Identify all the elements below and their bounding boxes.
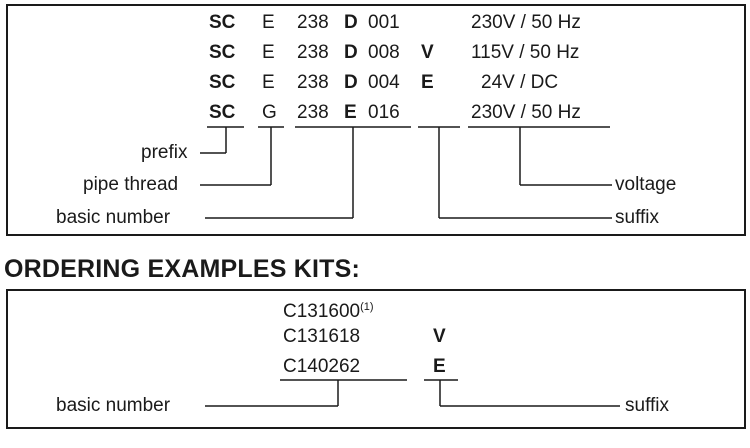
- code-variant: 008: [368, 42, 400, 63]
- code-variant: 001: [368, 12, 400, 33]
- code-voltage: 230V / 50 Hz: [471, 12, 581, 33]
- code-series: E: [344, 102, 357, 123]
- code-voltage: 24V / DC: [481, 72, 559, 93]
- code-prefix: SC: [209, 42, 236, 63]
- kit-footnote: (1): [360, 301, 374, 313]
- label-prefix: prefix: [141, 142, 188, 163]
- code-series: D: [344, 42, 358, 63]
- code-number: 238: [297, 102, 329, 123]
- code-suffix: E: [421, 72, 434, 93]
- code-number: 238: [297, 12, 329, 33]
- code-number: 238: [297, 42, 329, 63]
- kit-suffix: E: [433, 356, 446, 377]
- label-kit-suffix: suffix: [625, 395, 670, 416]
- code-thread: E: [262, 42, 275, 63]
- code-thread: E: [262, 72, 275, 93]
- code-thread: G: [262, 102, 277, 123]
- code-thread: E: [262, 12, 275, 33]
- code-prefix: SC: [209, 72, 236, 93]
- kit-suffix: V: [433, 326, 446, 347]
- label-kit-basic-number: basic number: [56, 395, 171, 416]
- label-voltage: voltage: [615, 174, 677, 195]
- label-basic-number: basic number: [56, 207, 171, 228]
- code-suffix: V: [421, 42, 434, 63]
- code-prefix: SC: [209, 102, 236, 123]
- code-variant: 004: [368, 72, 400, 93]
- code-prefix: SC: [209, 12, 236, 33]
- code-voltage: 230V / 50 Hz: [471, 102, 581, 123]
- label-pipe-thread: pipe thread: [83, 174, 179, 195]
- code-series: D: [344, 12, 358, 33]
- kit-code: C131600(1): [283, 301, 374, 322]
- kit-code: C131618: [283, 326, 361, 347]
- ordering-code-diagram: [6, 4, 746, 236]
- code-voltage: 115V / 50 Hz: [471, 42, 580, 63]
- label-suffix: suffix: [615, 207, 660, 228]
- ordering-examples-kits-heading: ORDERING EXAMPLES KITS:: [4, 255, 361, 283]
- code-variant: 016: [368, 102, 400, 123]
- code-number: 238: [297, 72, 329, 93]
- code-series: D: [344, 72, 358, 93]
- kits-diagram: [6, 289, 746, 429]
- kit-code: C140262: [283, 356, 361, 377]
